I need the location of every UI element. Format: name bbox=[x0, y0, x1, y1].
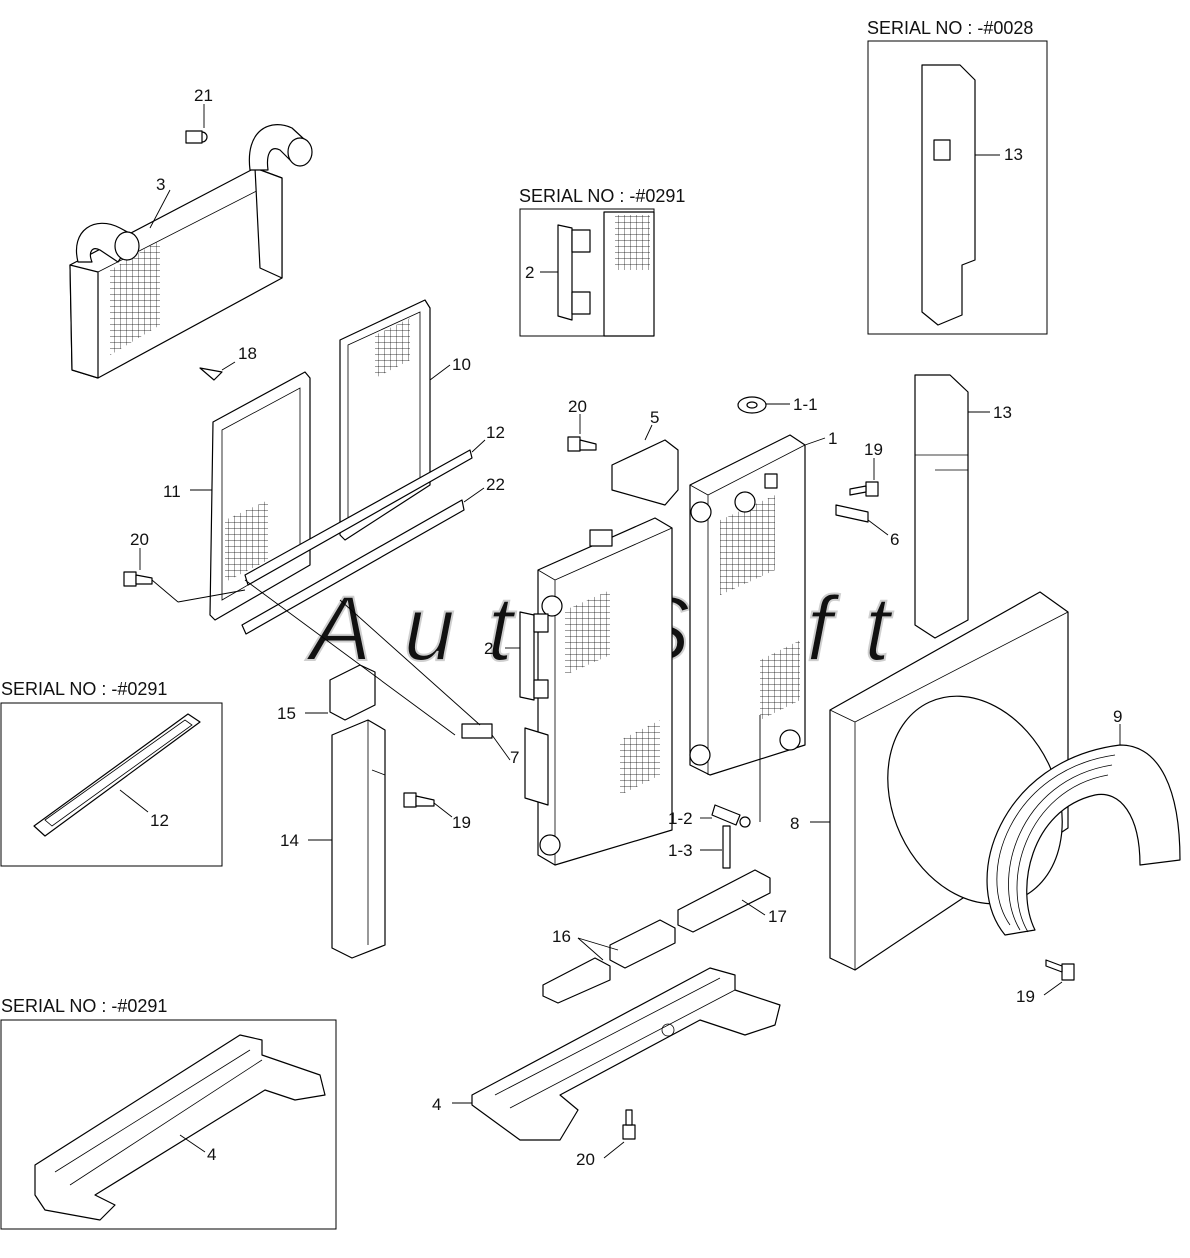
bolt-part-20-mid bbox=[567, 436, 597, 452]
bracket-part-2-inset bbox=[557, 211, 655, 337]
bolt-part-19-mid bbox=[403, 792, 435, 808]
label-13-inset: 13 bbox=[1004, 145, 1023, 164]
label-11: 11 bbox=[163, 482, 181, 501]
bolt-part-20-bottom bbox=[622, 1109, 636, 1140]
label-21: 21 bbox=[194, 86, 213, 105]
serial-0291-bottom: SERIAL NO : -#0291 bbox=[1, 996, 167, 1016]
label-22: 22 bbox=[486, 475, 505, 494]
label-1-1: 1-1 bbox=[793, 395, 818, 414]
label-16: 16 bbox=[552, 927, 571, 946]
label-14: 14 bbox=[280, 831, 299, 850]
inset-serial-0291-bottom bbox=[0, 1019, 337, 1230]
label-12: 12 bbox=[486, 423, 505, 442]
label-12-inset: 12 bbox=[150, 811, 169, 830]
drain-valve-part-1-2 bbox=[711, 804, 751, 828]
side-bracket-part-2 bbox=[519, 611, 549, 701]
label-4-inset: 4 bbox=[207, 1145, 216, 1164]
inset-serial-0291-left bbox=[0, 702, 223, 867]
label-9: 9 bbox=[1113, 707, 1122, 726]
screen-frame-part-11 bbox=[209, 371, 311, 621]
label-1: 1 bbox=[828, 429, 837, 448]
label-3: 3 bbox=[156, 175, 165, 194]
label-20-mid: 20 bbox=[568, 397, 587, 416]
bracket-part-22 bbox=[241, 499, 465, 635]
bracket-part-5 bbox=[611, 439, 679, 506]
screen-frame-part-10 bbox=[339, 299, 431, 541]
label-6: 6 bbox=[890, 530, 899, 549]
base-bracket-part-4-inset bbox=[34, 1034, 326, 1221]
bracket-part-12-inset bbox=[33, 713, 201, 837]
label-18: 18 bbox=[238, 344, 257, 363]
foam-block-part-13 bbox=[914, 374, 969, 639]
inset-serial-0028 bbox=[867, 40, 1048, 335]
label-19-bottom: 19 bbox=[1016, 987, 1035, 1006]
label-19-top: 19 bbox=[864, 440, 883, 459]
hose-part-1-3 bbox=[722, 825, 731, 869]
oil-cooler-core bbox=[537, 517, 673, 866]
bolt-part-19-top bbox=[849, 481, 879, 497]
intercooler-part-3 bbox=[69, 124, 313, 379]
plate-part-7 bbox=[461, 723, 549, 806]
serial-0028: SERIAL NO : -#0028 bbox=[867, 18, 1033, 38]
label-10: 10 bbox=[452, 355, 471, 374]
label-7: 7 bbox=[510, 748, 519, 767]
label-20-left: 20 bbox=[130, 530, 149, 549]
label-8: 8 bbox=[790, 814, 799, 833]
label-15: 15 bbox=[277, 704, 296, 723]
bolt-part-19-bottom bbox=[1045, 959, 1075, 981]
radiator-part-1 bbox=[689, 434, 806, 776]
label-19-mid: 19 bbox=[452, 813, 471, 832]
label-13: 13 bbox=[993, 403, 1012, 422]
base-bracket-part-4 bbox=[471, 967, 781, 1141]
fan-guard-part-9 bbox=[986, 744, 1181, 936]
foam-strip-part-16 bbox=[542, 919, 676, 1004]
label-2-inset: 2 bbox=[525, 263, 534, 282]
fan-shroud-part-8 bbox=[829, 591, 1069, 971]
serial-0291-top: SERIAL NO : -#0291 bbox=[519, 186, 685, 206]
label-17: 17 bbox=[768, 907, 787, 926]
foam-block-part-14 bbox=[331, 719, 386, 959]
serial-0291-left: SERIAL NO : -#0291 bbox=[1, 679, 167, 699]
label-1-3: 1-3 bbox=[668, 841, 693, 860]
plate-part-6 bbox=[835, 504, 869, 523]
label-4: 4 bbox=[432, 1095, 441, 1114]
label-1-2: 1-2 bbox=[668, 809, 693, 828]
label-2: 2 bbox=[484, 639, 493, 658]
foam-strip-part-17 bbox=[677, 869, 771, 933]
foam-block-part-13-inset bbox=[921, 64, 976, 326]
bolt-part-20-left bbox=[123, 571, 153, 587]
cap-part-1-1 bbox=[737, 396, 767, 414]
label-5: 5 bbox=[650, 408, 659, 427]
label-20-bottom: 20 bbox=[576, 1150, 595, 1169]
